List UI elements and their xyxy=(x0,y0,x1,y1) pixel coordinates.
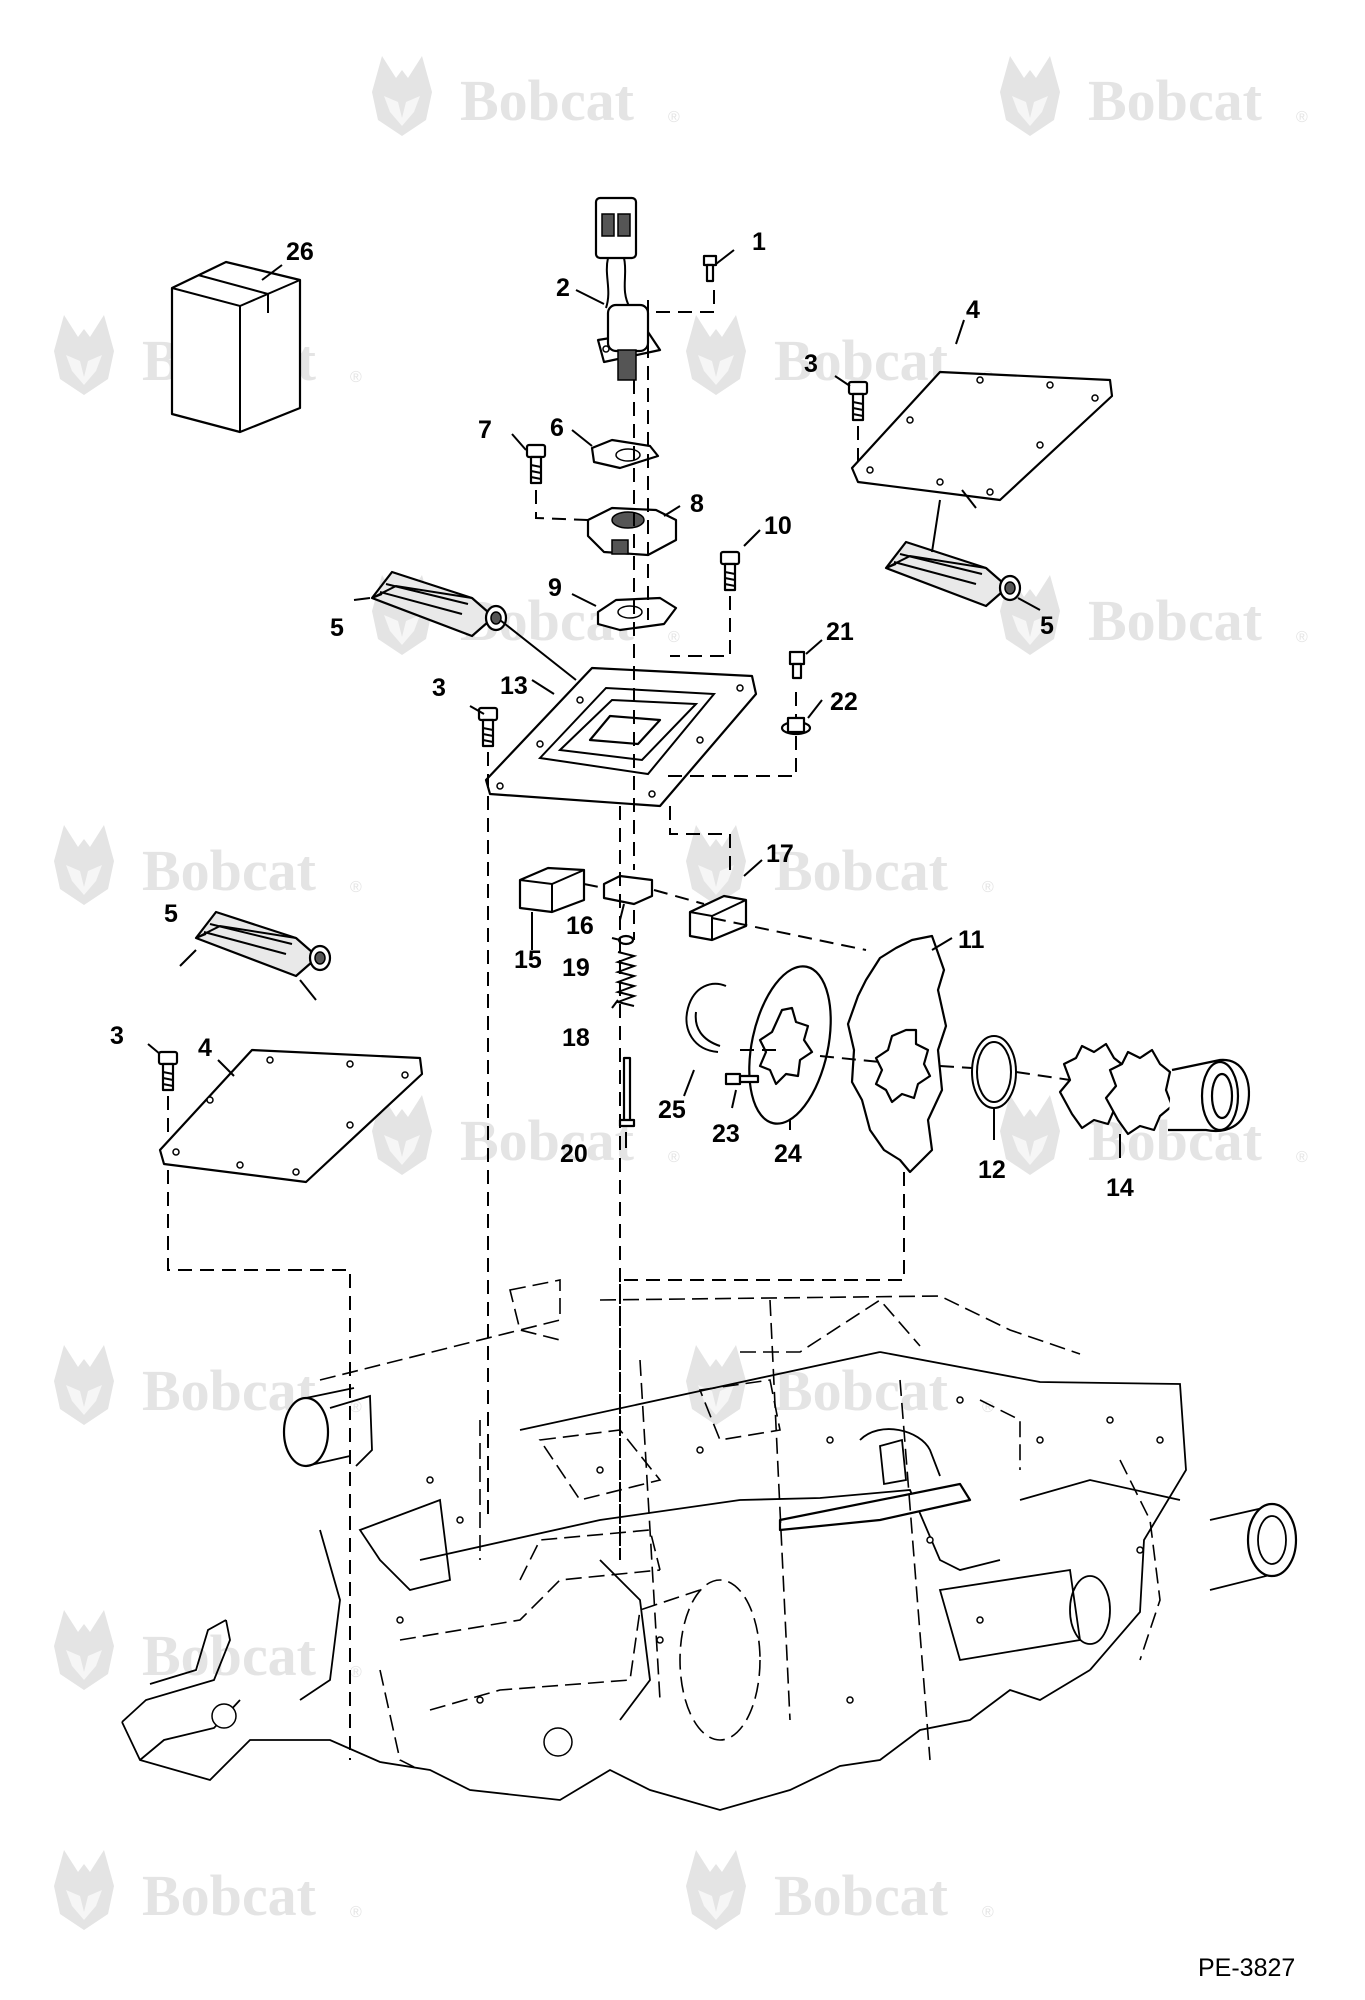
watermark-registered: ® xyxy=(668,629,680,646)
callout-25: 25 xyxy=(658,1096,686,1124)
part-4-cover-plate-upper xyxy=(850,370,1114,502)
watermark: Bobcat ® xyxy=(1000,575,1308,655)
watermark-registered: ® xyxy=(982,1904,994,1921)
watermark: Bobcat ® xyxy=(686,1850,994,1930)
part-5-grease-tube-right xyxy=(884,540,1022,608)
watermark: Bobcat ® xyxy=(1000,56,1308,136)
callout-10: 10 xyxy=(764,512,792,540)
watermark-text: Bobcat xyxy=(1088,588,1263,653)
part-22-washer xyxy=(780,716,812,736)
callout-16: 16 xyxy=(566,912,594,940)
reference-code: PE-3827 xyxy=(1198,1954,1295,1982)
callout-9: 9 xyxy=(548,574,562,602)
watermark-text: Bobcat xyxy=(774,1863,949,1928)
watermark: Bobcat ® xyxy=(372,56,680,136)
watermark-registered: ® xyxy=(350,879,362,896)
part-1-screw xyxy=(702,254,718,283)
callout-11: 11 xyxy=(958,926,985,954)
watermark-text: Bobcat xyxy=(460,68,635,133)
watermark-registered: ® xyxy=(668,1149,680,1166)
chassis-frame xyxy=(121,1279,1298,1811)
part-26-carton xyxy=(170,260,302,434)
part-15-block xyxy=(518,866,586,914)
watermark-text: Bobcat xyxy=(774,838,949,903)
callout-19: 19 xyxy=(562,954,590,982)
callout-5-left: 5 xyxy=(330,614,344,642)
callout-4: 4 xyxy=(966,296,980,324)
watermark: Bobcat ® xyxy=(54,1850,362,1930)
watermark-registered: ® xyxy=(350,369,362,386)
part-19-ring xyxy=(617,934,635,946)
callout-13: 13 xyxy=(500,672,528,700)
callout-14: 14 xyxy=(1106,1174,1134,1202)
callout-24: 24 xyxy=(774,1140,802,1168)
callout-15: 15 xyxy=(514,946,542,974)
watermark-registered: ® xyxy=(1296,109,1308,126)
part-10-bolt xyxy=(719,550,741,592)
callout-5-lower: 5 xyxy=(164,900,178,928)
callout-20: 20 xyxy=(560,1140,588,1168)
watermark-registered: ® xyxy=(1296,629,1308,646)
callout-3-lower: 3 xyxy=(110,1022,124,1050)
callout-4-lower: 4 xyxy=(198,1034,212,1062)
part-4-cover-plate-lower xyxy=(158,1048,424,1184)
watermark-text: Bobcat xyxy=(460,1108,635,1173)
watermark-text: Bobcat xyxy=(774,1358,949,1423)
callout-5: 5 xyxy=(1040,612,1054,640)
watermark-text: Bobcat xyxy=(142,838,317,903)
callout-7: 7 xyxy=(478,416,492,444)
part-2-speed-sensor xyxy=(594,196,662,381)
watermark: Bobcat ® xyxy=(372,1095,680,1175)
watermark-text: Bobcat xyxy=(1088,68,1263,133)
watermark-registered: ® xyxy=(982,879,994,896)
watermark-registered: ® xyxy=(668,109,680,126)
part-5-grease-tube-lower xyxy=(194,910,332,978)
part-3-bolt-upper xyxy=(847,380,869,422)
callout-17: 17 xyxy=(766,840,794,868)
leader-lines xyxy=(147,249,1121,1158)
callout-2: 2 xyxy=(556,274,570,302)
watermark: Bobcat ® xyxy=(54,825,362,905)
part-3-bolt-lower xyxy=(157,1050,179,1092)
part-12-snap-ring xyxy=(971,1035,1017,1109)
callout-3-middle: 3 xyxy=(432,674,446,702)
watermark: Bobcat ® xyxy=(54,1610,362,1690)
callout-3: 3 xyxy=(804,350,818,378)
watermark-registered: ® xyxy=(350,1664,362,1681)
part-11-separator-plate xyxy=(846,934,948,1174)
callouts: 1 2 3 4 5 6 7 8 9 10 11 12 13 14 15 16 1… xyxy=(110,228,1134,1202)
part-7-bolt xyxy=(525,443,547,485)
watermark-text: Bobcat xyxy=(142,1863,317,1928)
part-8-sensor-housing xyxy=(586,506,678,557)
part-13-main-cover-plate xyxy=(484,666,758,808)
callout-26: 26 xyxy=(286,238,314,266)
callout-18: 18 xyxy=(562,1024,590,1052)
part-16-slide xyxy=(602,874,654,906)
watermark-registered: ® xyxy=(350,1399,362,1416)
watermark-registered: ® xyxy=(1296,1149,1308,1166)
assembly-lines xyxy=(167,290,1071,1760)
part-25-snap-ring xyxy=(685,982,727,1053)
callout-23: 23 xyxy=(712,1120,740,1148)
callout-6: 6 xyxy=(550,414,564,442)
part-23-screw xyxy=(724,1072,760,1086)
part-21-fitting xyxy=(788,650,806,680)
watermark-registered: ® xyxy=(350,1904,362,1921)
part-9-gasket xyxy=(596,596,678,632)
part-24-friction-disc xyxy=(748,965,832,1125)
callout-12: 12 xyxy=(978,1156,1006,1184)
callout-21: 21 xyxy=(826,618,854,646)
callout-1: 1 xyxy=(752,228,766,256)
watermark: Bobcat ® xyxy=(686,825,994,905)
callout-8: 8 xyxy=(690,490,704,518)
callout-22: 22 xyxy=(830,688,858,716)
part-14-sprocket-assembly xyxy=(1058,1042,1250,1136)
